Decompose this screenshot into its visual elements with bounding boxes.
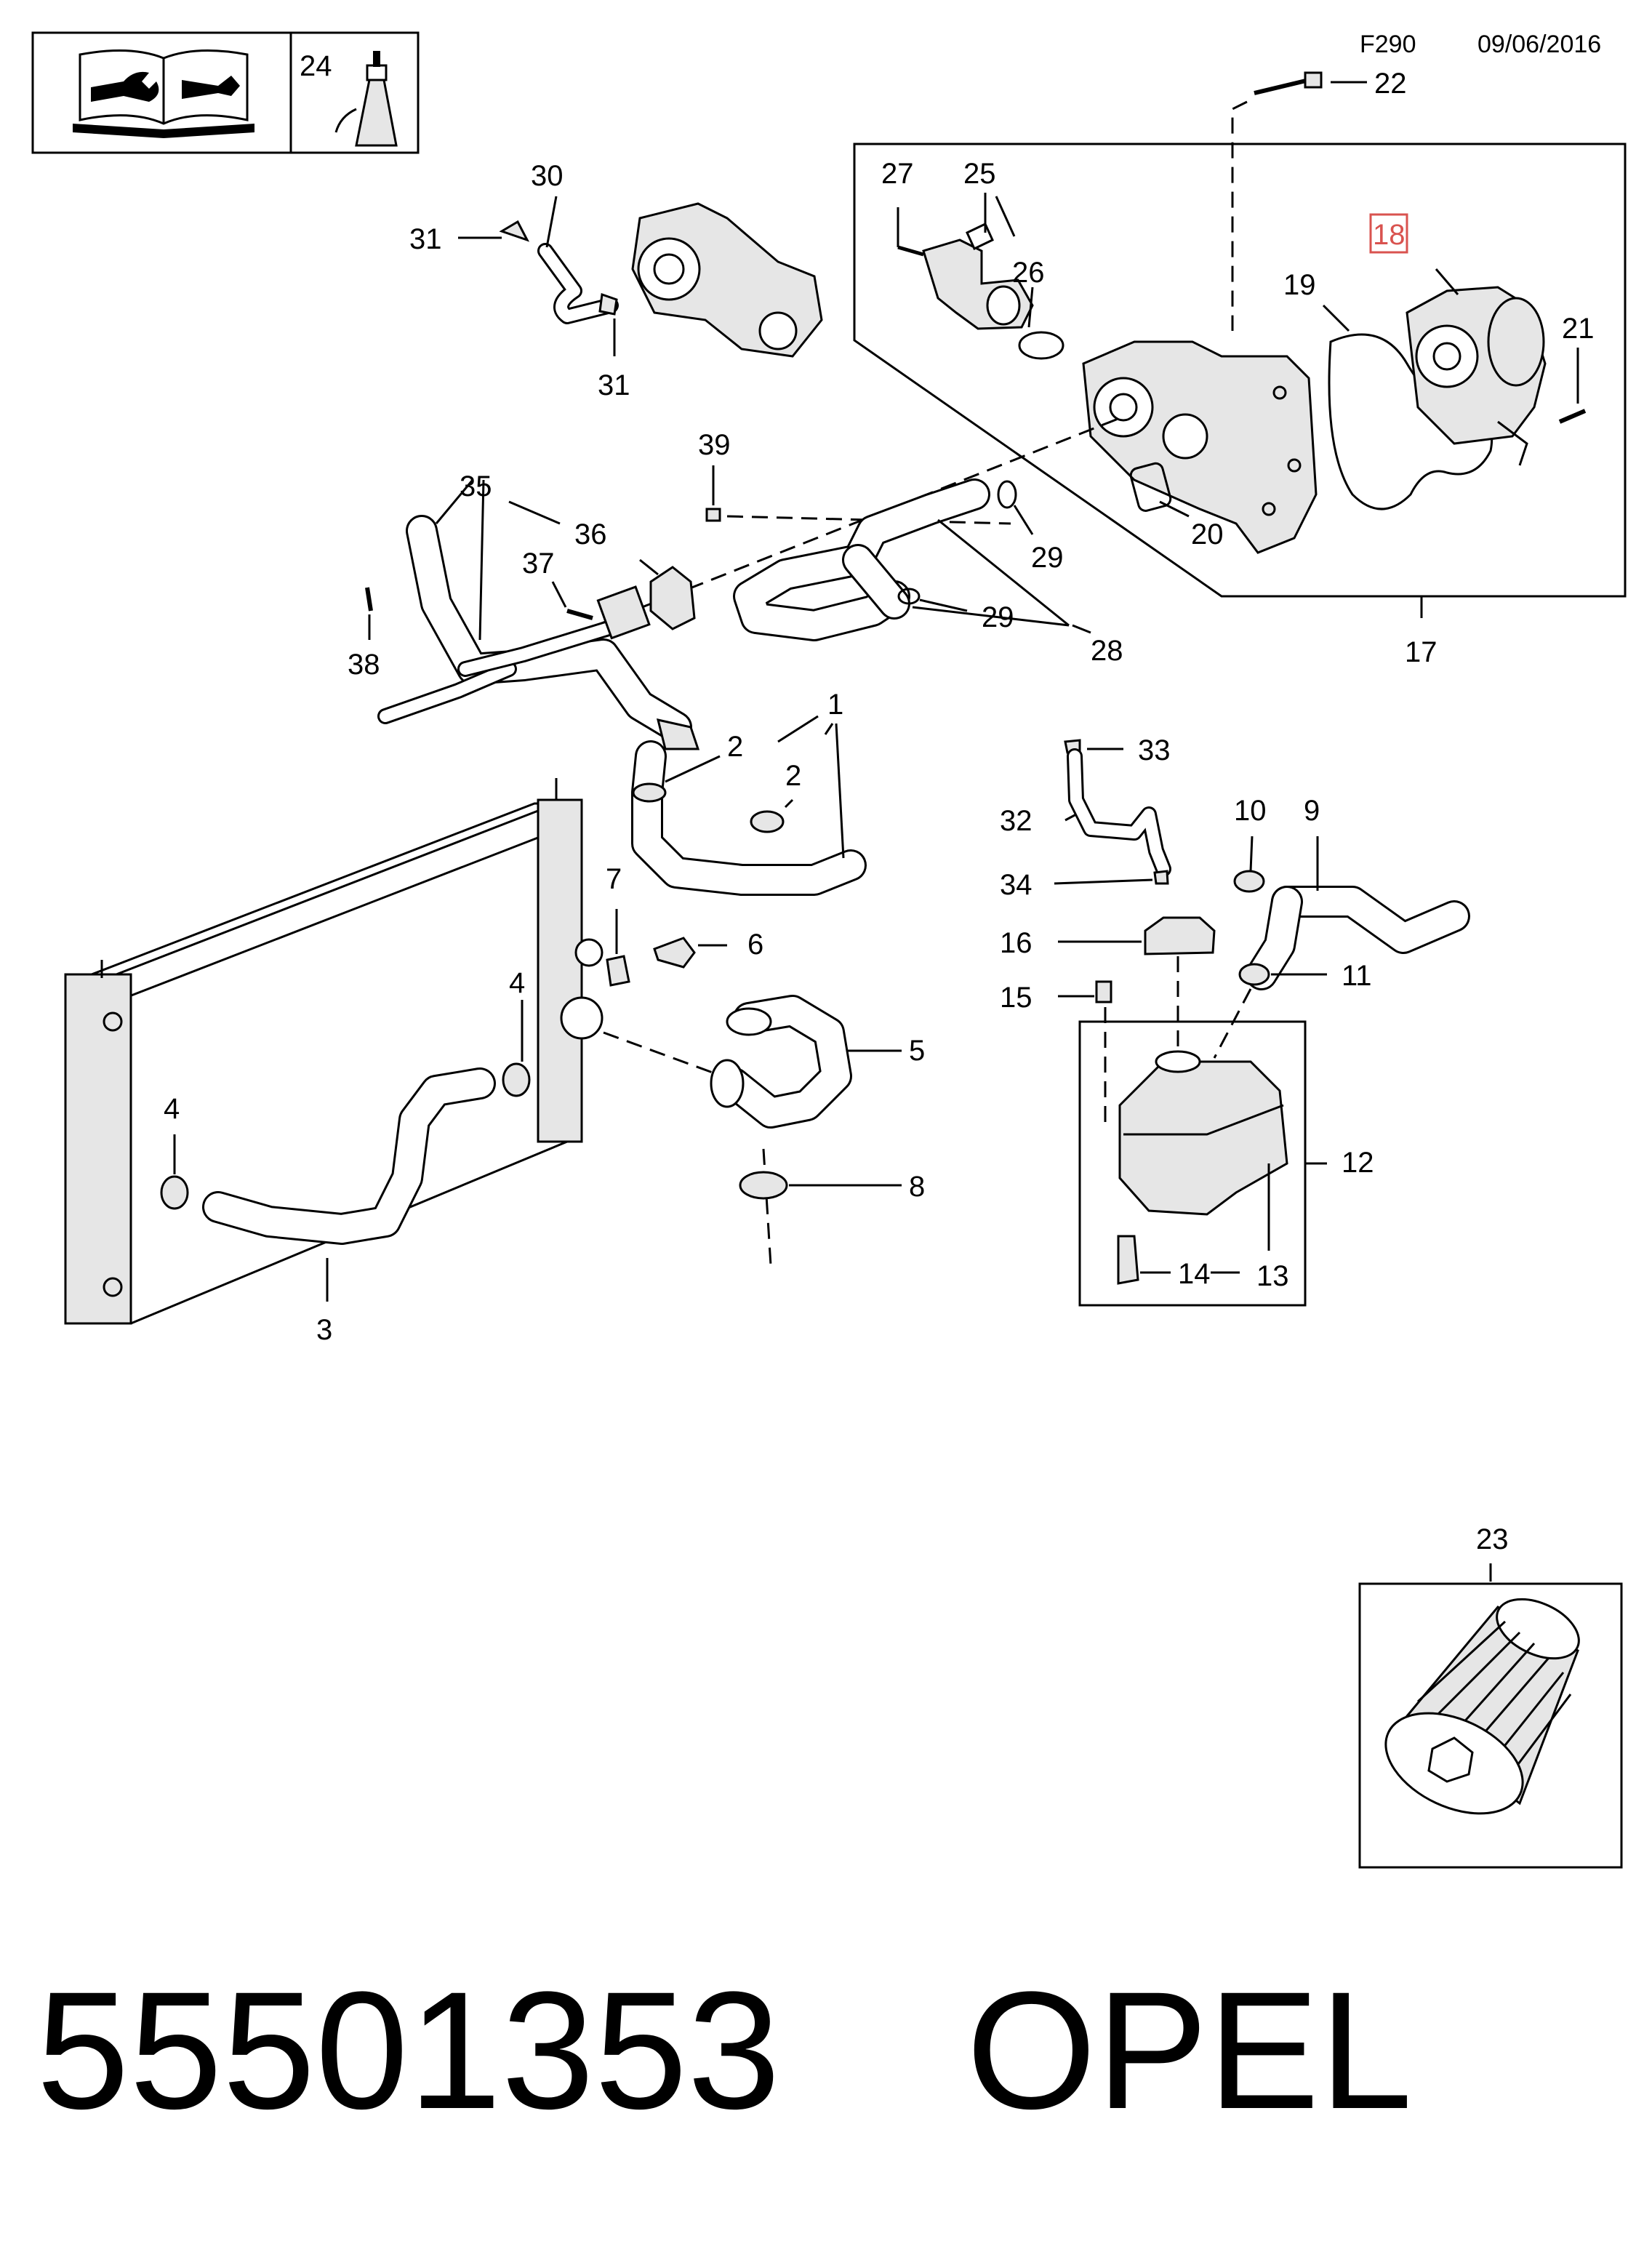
bolt-39: [705, 465, 721, 522]
bolt-21: [1558, 348, 1587, 424]
callout-22: 22: [1374, 68, 1407, 100]
hose-5: [603, 995, 902, 1266]
clamp-2: [632, 715, 819, 833]
callout-37: 37: [522, 548, 555, 580]
flange-36: [508, 500, 696, 630]
callout-6: 6: [747, 929, 763, 961]
sealant-bottle-icon: [334, 51, 398, 147]
gasket-19: [1322, 304, 1493, 510]
callout-4-right: 4: [509, 967, 525, 999]
hose-3: [202, 1067, 496, 1302]
callout-36: 36: [574, 518, 607, 550]
part-number-caption: 55501353 OPEL: [36, 1957, 1413, 2144]
callout-26: 26: [1012, 257, 1045, 289]
callout-21: 21: [1562, 313, 1595, 345]
callout-5: 5: [909, 1035, 925, 1067]
callout-30: 30: [531, 160, 564, 192]
bolt-37: [551, 581, 593, 620]
callout-2-right: 2: [785, 760, 801, 792]
callout-15: 15: [1000, 982, 1032, 1014]
clip-15: [1058, 980, 1112, 1003]
callout-18-highlight: 18: [1373, 219, 1406, 251]
bolt-38: [365, 587, 373, 640]
hose-28: [733, 478, 1091, 641]
callout-35: 35: [460, 470, 492, 502]
callout-3: 3: [316, 1314, 332, 1346]
vacuum-pump: [631, 202, 823, 358]
callout-20: 20: [1191, 518, 1224, 550]
seal-ring-29: [897, 480, 1034, 612]
callout-7: 7: [606, 863, 622, 895]
callout-34: 34: [1000, 869, 1032, 901]
coolant-pipe-35: [377, 479, 700, 750]
figure-date: 09/06/2016: [1477, 31, 1601, 58]
alignment-line-4: [1213, 988, 1252, 1059]
callout-28: 28: [1091, 635, 1123, 667]
bellows-23: [1384, 1598, 1580, 1815]
clamp-31: [458, 220, 618, 356]
callout-33: 33: [1138, 734, 1171, 766]
figure-code: F290: [1360, 31, 1416, 58]
clamp-4: [160, 1000, 531, 1210]
water-pump-18: [1406, 268, 1547, 466]
clip-7: [606, 909, 630, 987]
callout-1: 1: [827, 689, 843, 721]
callout-14: 14: [1178, 1258, 1211, 1290]
radiator: [64, 778, 604, 1325]
callout-19: 19: [1283, 269, 1316, 301]
callout-38: 38: [348, 649, 380, 681]
callout-17: 17: [1405, 636, 1438, 668]
alignment-line-2: [726, 515, 1011, 525]
callout-29-left: 29: [982, 601, 1014, 633]
repair-manual-icon: [73, 49, 254, 138]
bolt-22: [1231, 71, 1367, 331]
alignment-line-1: [596, 417, 1120, 627]
callout-32: 32: [1000, 805, 1032, 837]
assembly-box-17: [853, 143, 1627, 598]
callout-10: 10: [1234, 795, 1267, 827]
expansion-tank-13: [1118, 1050, 1288, 1251]
legend-box: [31, 31, 420, 154]
thermostat-housing-25: [897, 193, 1034, 330]
callout-27: 27: [881, 158, 914, 190]
callout-39: 39: [698, 429, 731, 461]
callout-9: 9: [1304, 795, 1320, 827]
callout-4-left: 4: [164, 1093, 180, 1125]
highlight-box: [1369, 213, 1408, 254]
clamp-8: [739, 1171, 902, 1200]
clip-34: [1054, 870, 1169, 885]
gasket-20: [1129, 462, 1190, 518]
part-box-23: [1358, 1582, 1623, 1869]
callout-25: 25: [963, 158, 996, 190]
callout-23: 23: [1476, 1523, 1509, 1555]
callout-13: 13: [1256, 1260, 1289, 1292]
callout-31-bottom: 31: [598, 369, 630, 401]
clamp-11: [1238, 963, 1327, 986]
callout-2-top: 2: [727, 731, 743, 763]
callout-16: 16: [1000, 927, 1032, 959]
clamp-10: [1233, 836, 1265, 893]
callout-24: 24: [300, 50, 332, 82]
hose-9: [1246, 836, 1470, 990]
sensor-6: [653, 937, 727, 969]
callout-11: 11: [1342, 960, 1372, 992]
hose-32: [1064, 748, 1171, 877]
callout-8: 8: [909, 1171, 925, 1203]
cap-16: [1058, 916, 1216, 955]
fitting-14: [1117, 1235, 1240, 1285]
callout-12: 12: [1342, 1147, 1374, 1179]
callout-31-top: 31: [409, 223, 442, 255]
callout-29-right: 29: [1031, 542, 1064, 574]
hose-30: [537, 196, 619, 324]
o-ring-26: [1018, 331, 1064, 360]
